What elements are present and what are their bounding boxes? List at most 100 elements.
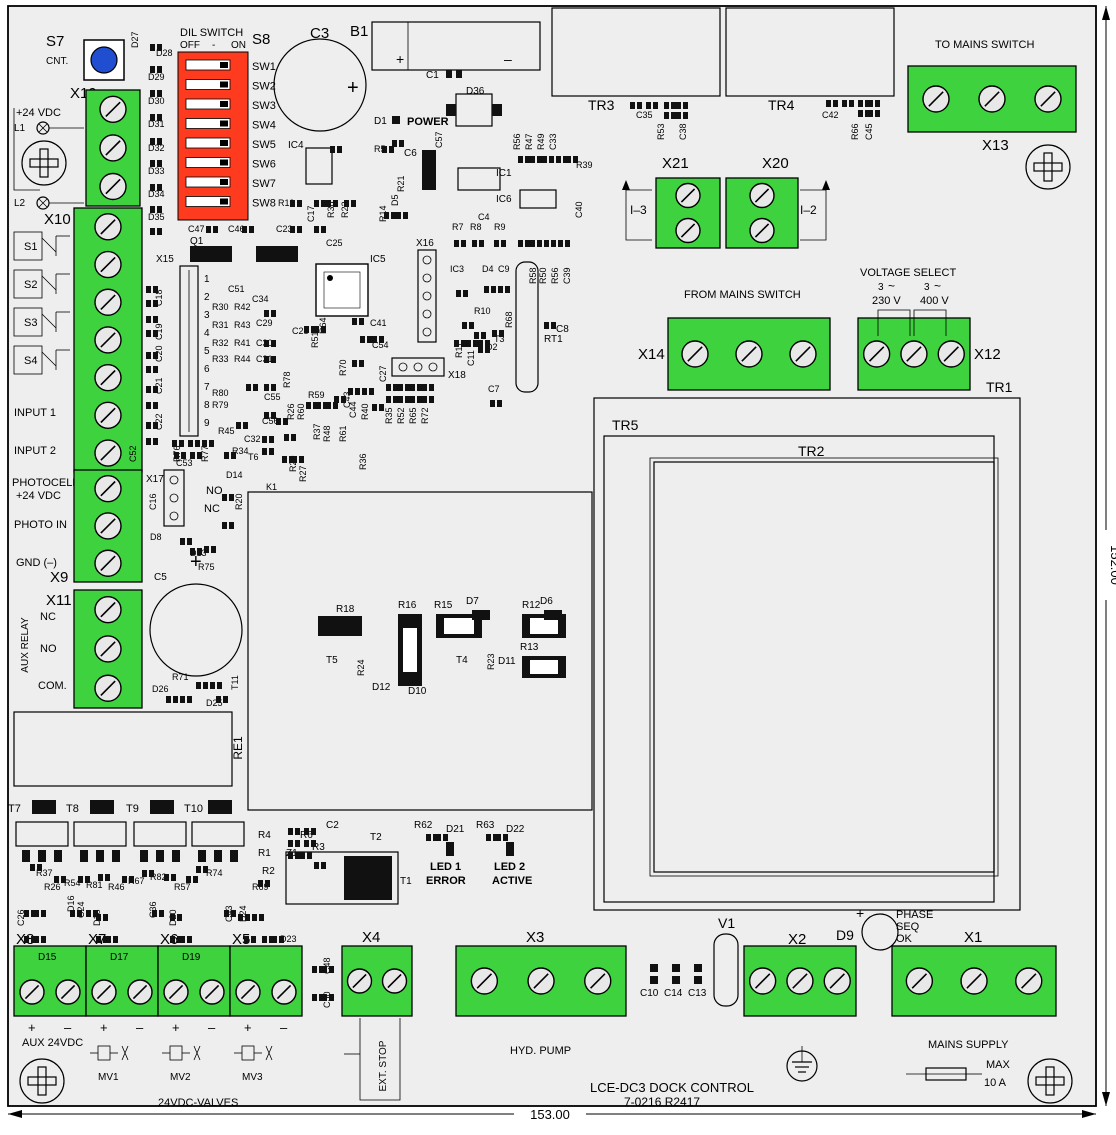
x10-screw[interactable] <box>94 326 122 354</box>
x9-screw[interactable] <box>94 549 122 577</box>
component-label: R30 <box>212 302 229 312</box>
x11-screw[interactable] <box>94 635 122 663</box>
dil-switch-lever[interactable] <box>185 176 231 188</box>
x1-screw[interactable] <box>960 967 988 995</box>
component-label: R56 <box>512 133 522 150</box>
component-label: C19 <box>154 323 164 340</box>
x3-ref: X3 <box>526 929 544 946</box>
dil-switch-lever[interactable] <box>185 118 231 129</box>
component-label: C40 <box>574 201 584 218</box>
ic6-ref: IC6 <box>496 194 512 205</box>
x10-screw[interactable] <box>94 213 122 241</box>
component-label: K1 <box>266 482 277 492</box>
valve-terminal-screw[interactable] <box>199 979 225 1005</box>
component-label: D30 <box>148 96 165 106</box>
component-label: 8 <box>204 400 210 411</box>
x14-terminal-block <box>667 317 831 391</box>
component-label: R27 <box>298 465 308 482</box>
x14-screw[interactable] <box>681 340 709 368</box>
x4-screw[interactable] <box>346 968 373 994</box>
x10-screw[interactable] <box>94 250 122 279</box>
board-title: LCE-DC3 DOCK CONTROL <box>590 1080 754 1095</box>
x4-screw[interactable] <box>381 968 408 994</box>
input-switch-icon: S2 <box>13 269 70 299</box>
x10-screw[interactable] <box>94 288 122 316</box>
dil-switch-lever[interactable] <box>185 59 231 71</box>
x12-screw[interactable] <box>900 340 928 368</box>
valve-terminal-screw[interactable] <box>91 979 117 1005</box>
x14-screw[interactable] <box>735 340 763 368</box>
dil-switch-lever[interactable] <box>185 196 231 207</box>
x20-screw[interactable] <box>749 182 775 209</box>
x11-screw[interactable] <box>94 595 122 624</box>
valve-plus: + <box>28 1020 36 1035</box>
power-label: POWER <box>407 116 449 128</box>
q1-ref: Q1 <box>190 236 204 247</box>
x10-screw[interactable] <box>94 401 122 430</box>
height-dimension-label: 152.00 <box>1108 545 1116 585</box>
x9-ref: X9 <box>50 569 68 586</box>
x3-screw[interactable] <box>584 967 612 995</box>
x11-screw[interactable] <box>94 674 122 702</box>
component-label: C25 <box>326 238 343 248</box>
x9-screw[interactable] <box>94 512 122 540</box>
dil-switch-lever[interactable] <box>185 98 231 110</box>
x3-screw[interactable] <box>470 967 499 995</box>
s7-label: CNT. <box>46 56 68 67</box>
valve-terminal-screw[interactable] <box>163 979 189 1005</box>
rt1-outline <box>515 261 539 393</box>
x12-screw[interactable] <box>937 340 965 368</box>
valve-terminal-screw[interactable] <box>127 979 153 1005</box>
s7-button[interactable] <box>90 46 118 74</box>
x21-label: I–3 <box>630 203 647 217</box>
x10-screw[interactable] <box>94 439 122 467</box>
component-label: R52 <box>396 407 406 424</box>
battery-plus: + <box>396 51 404 67</box>
x19-screw[interactable] <box>99 95 127 124</box>
x13-screw[interactable] <box>1034 85 1062 113</box>
x2-screw[interactable] <box>748 967 777 995</box>
valve-terminal-screw[interactable] <box>55 979 81 1005</box>
valve-terminal-screw[interactable] <box>271 979 297 1005</box>
x19-screw[interactable] <box>99 134 127 162</box>
x13-screw[interactable] <box>922 85 950 113</box>
x3-screw[interactable] <box>527 967 555 995</box>
dil-switch-lever[interactable] <box>185 157 231 168</box>
x13-ref: X13 <box>982 137 1009 154</box>
battery-minus: – <box>504 51 512 67</box>
component-label: R35 <box>384 407 394 424</box>
dil-switch-lever[interactable] <box>185 79 231 90</box>
x9-terminal-block <box>73 469 143 583</box>
component-label: R58 <box>528 267 538 284</box>
valve-terminal-screw[interactable] <box>235 979 261 1005</box>
x13-screw[interactable] <box>978 85 1006 113</box>
x19-screw[interactable] <box>99 172 127 201</box>
component-label: IC3 <box>450 264 464 274</box>
x12-230v: 230 V <box>872 295 901 307</box>
valve-terminal-screw[interactable] <box>19 979 45 1005</box>
dil-switch-lever[interactable] <box>185 137 231 149</box>
x21-screw[interactable] <box>675 182 701 209</box>
x14-screw[interactable] <box>789 340 817 368</box>
component-label: C21 <box>154 377 164 394</box>
x12-screw[interactable] <box>862 340 891 368</box>
board-revision: 7-0216 R2417 <box>624 1095 700 1109</box>
r15-ref: R15 <box>434 600 453 611</box>
component-label: D14 <box>226 470 243 480</box>
x21-screw[interactable] <box>675 217 701 244</box>
ic1-chip <box>457 167 501 191</box>
x1-screw[interactable] <box>905 967 934 995</box>
input-switch-label: S1 <box>24 241 37 253</box>
tr5-ref: TR5 <box>612 417 639 433</box>
x9-screw[interactable] <box>94 474 122 503</box>
x10-screw[interactable] <box>94 363 122 392</box>
component-label: R77 <box>200 445 210 462</box>
dil-on: ON <box>231 40 246 51</box>
x2-screw[interactable] <box>823 967 851 995</box>
x20-ref: X20 <box>762 155 789 172</box>
x1-screw[interactable] <box>1015 967 1043 995</box>
x20-screw[interactable] <box>749 217 775 244</box>
component-label: C53 <box>176 458 193 468</box>
x2-screw[interactable] <box>786 967 814 995</box>
component-label: R33 <box>212 354 229 364</box>
